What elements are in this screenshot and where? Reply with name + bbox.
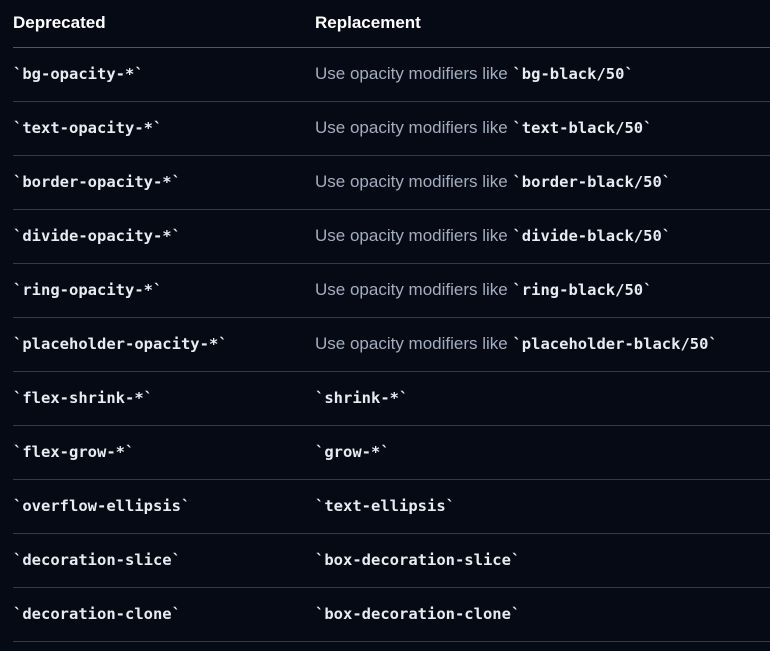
table-header: Deprecated Replacement — [13, 0, 770, 48]
cell-deprecated: `decoration-slice` — [13, 533, 315, 588]
table-row: `placeholder-opacity-*` Use opacity modi… — [13, 317, 770, 372]
deprecated-code: `border-opacity-*` — [13, 173, 181, 191]
cell-replacement: `text-ellipsis` — [315, 479, 770, 534]
table-row: `overflow-ellipsis` `text-ellipsis` — [13, 479, 770, 534]
cell-replacement: Use opacity modifiers like `border-black… — [315, 155, 770, 210]
replacement-code: `text-black/50` — [512, 119, 653, 137]
cell-replacement: `grow-*` — [315, 425, 770, 480]
replacement-code: `box-decoration-clone` — [315, 605, 521, 623]
cell-deprecated: `placeholder-opacity-*` — [13, 317, 315, 372]
column-header-deprecated: Deprecated — [13, 0, 315, 48]
table-row: `ring-opacity-*` Use opacity modifiers l… — [13, 263, 770, 318]
replacement-code: `box-decoration-slice` — [315, 551, 521, 569]
cell-deprecated: `divide-opacity-*` — [13, 209, 315, 264]
replacement-code: `border-black/50` — [512, 173, 672, 191]
replacement-code: `text-ellipsis` — [315, 497, 455, 515]
deprecated-code: `bg-opacity-*` — [13, 65, 144, 83]
cell-deprecated: `overflow-ellipsis` — [13, 479, 315, 534]
deprecated-code: `decoration-slice` — [13, 551, 181, 569]
cell-replacement: Use opacity modifiers like `text-black/5… — [315, 101, 770, 156]
cell-deprecated: `ring-opacity-*` — [13, 263, 315, 318]
table-row: `bg-opacity-*` Use opacity modifiers lik… — [13, 47, 770, 102]
cell-deprecated: `border-opacity-*` — [13, 155, 315, 210]
cell-deprecated: `decoration-clone` — [13, 587, 315, 642]
replacement-text: Use opacity modifiers like — [315, 334, 513, 353]
cell-deprecated: `text-opacity-*` — [13, 101, 315, 156]
table-row: `border-opacity-*` Use opacity modifiers… — [13, 155, 770, 210]
table-header-row: Deprecated Replacement — [13, 0, 770, 48]
deprecated-code: `ring-opacity-*` — [13, 281, 163, 299]
cell-replacement: `box-decoration-clone` — [315, 587, 770, 642]
table-row: `decoration-slice` `box-decoration-slice… — [13, 533, 770, 588]
table-row: `flex-grow-*` `grow-*` — [13, 425, 770, 480]
replacement-text: Use opacity modifiers like — [315, 64, 513, 83]
cell-replacement: `box-decoration-slice` — [315, 533, 770, 588]
replacement-text: Use opacity modifiers like — [315, 172, 513, 191]
replacement-code: `placeholder-black/50` — [512, 335, 718, 353]
table-row: `flex-shrink-*` `shrink-*` — [13, 371, 770, 426]
replacement-code: `shrink-*` — [315, 389, 409, 407]
deprecated-code: `text-opacity-*` — [13, 119, 163, 137]
deprecated-code: `overflow-ellipsis` — [13, 497, 191, 515]
cell-replacement: Use opacity modifiers like `placeholder-… — [315, 317, 770, 372]
table-row: `divide-opacity-*` Use opacity modifiers… — [13, 209, 770, 264]
cell-deprecated: `flex-shrink-*` — [13, 371, 315, 426]
replacement-text: Use opacity modifiers like — [315, 226, 513, 245]
table-row: `decoration-clone` `box-decoration-clone… — [13, 587, 770, 642]
cell-replacement: Use opacity modifiers like `divide-black… — [315, 209, 770, 264]
column-header-replacement: Replacement — [315, 0, 770, 48]
cell-deprecated: `flex-grow-*` — [13, 425, 315, 480]
cell-replacement: Use opacity modifiers like `bg-black/50` — [315, 47, 770, 102]
cell-replacement: `shrink-*` — [315, 371, 770, 426]
replacement-code: `divide-black/50` — [512, 227, 672, 245]
replacement-code: `bg-black/50` — [512, 65, 634, 83]
deprecated-code: `placeholder-opacity-*` — [13, 335, 228, 353]
table-body: `bg-opacity-*` Use opacity modifiers lik… — [13, 47, 770, 642]
replacement-code: `grow-*` — [315, 443, 390, 461]
deprecated-code: `flex-grow-*` — [13, 443, 135, 461]
replacement-text: Use opacity modifiers like — [315, 280, 513, 299]
cell-replacement: Use opacity modifiers like `ring-black/5… — [315, 263, 770, 318]
deprecated-code: `divide-opacity-*` — [13, 227, 181, 245]
replacement-code: `ring-black/50` — [512, 281, 653, 299]
deprecated-code: `decoration-clone` — [13, 605, 181, 623]
cell-deprecated: `bg-opacity-*` — [13, 47, 315, 102]
deprecated-code: `flex-shrink-*` — [13, 389, 153, 407]
table-row: `text-opacity-*` Use opacity modifiers l… — [13, 101, 770, 156]
replacement-text: Use opacity modifiers like — [315, 118, 513, 137]
deprecations-table: Deprecated Replacement `bg-opacity-*` Us… — [13, 0, 770, 642]
